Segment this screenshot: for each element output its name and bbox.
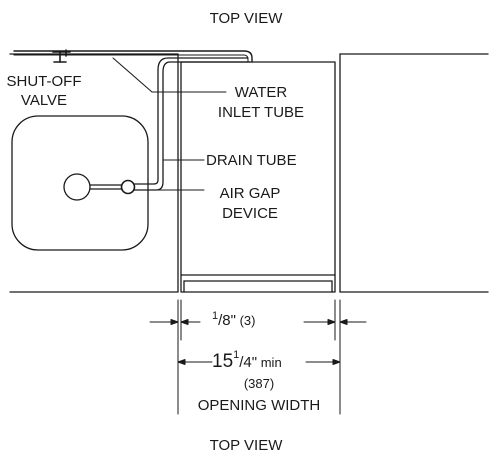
leader-lines	[112, 57, 227, 191]
air-gap-device	[120, 179, 136, 195]
top-title: TOP VIEW	[209, 10, 283, 27]
sink	[11, 115, 149, 251]
bottom-title: TOP VIEW	[209, 437, 283, 454]
opening-width-mm: (387)	[243, 376, 275, 391]
cabinet-outline	[9, 53, 489, 293]
width-dimension	[177, 339, 341, 415]
water-inlet-tube	[13, 50, 253, 63]
opening-width-label: OPENING WIDTH	[197, 397, 321, 414]
gap-dimension-label: 1/8" (3)	[212, 310, 256, 329]
drain-tube	[133, 57, 249, 185]
dishwasher	[180, 61, 336, 293]
shut-off-valve	[52, 49, 71, 63]
gap-dimension	[149, 299, 367, 341]
drain-tube-label: DRAIN TUBE	[206, 152, 297, 169]
air-gap-device-label: AIR GAP DEVICE	[219, 185, 281, 222]
shut-off-valve-label: SHUT-OFF VALVE	[6, 73, 82, 109]
sink-drain	[63, 173, 91, 201]
opening-width-value: 151/4" min	[212, 349, 282, 372]
water-inlet-tube-label: WATER INLET TUBE	[217, 84, 305, 121]
